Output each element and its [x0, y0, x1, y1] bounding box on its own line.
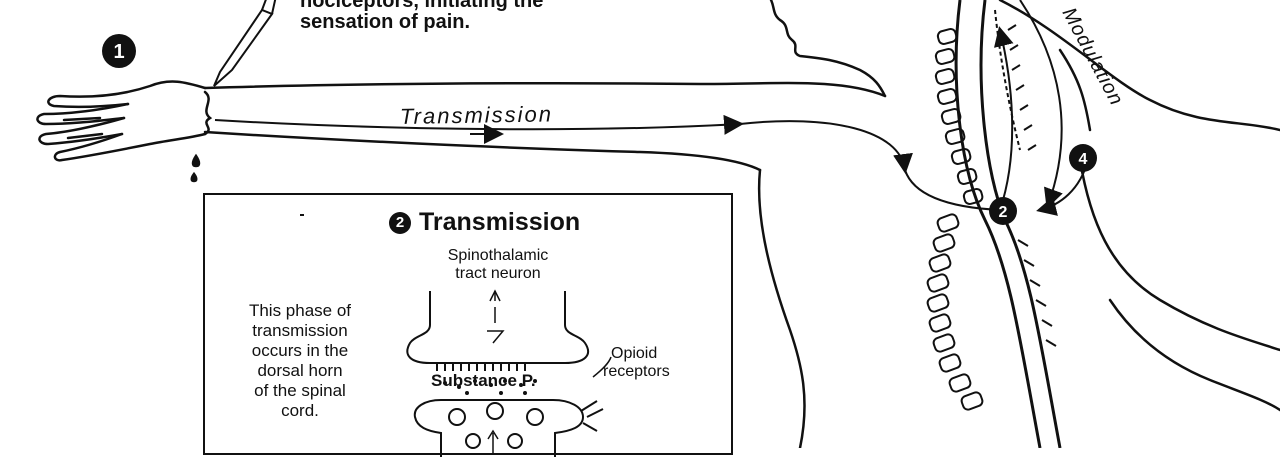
note-line-5: of the spinal: [215, 381, 385, 401]
spinothalamic-line-1: Spinothalamic: [403, 247, 593, 265]
note-line-6: cord.: [215, 401, 385, 421]
note-line-1: This phase of: [215, 301, 385, 321]
spinothalamic-label: Spinothalamic tract neuron: [403, 247, 593, 283]
note-line-4: dorsal horn: [215, 361, 385, 381]
transmission-arrow-label: Transmission: [400, 101, 554, 129]
arm-drawing: [37, 82, 885, 181]
dorsal-horn-note: This phase of transmission occurs in the…: [215, 301, 385, 421]
note-line-3: occurs in the: [215, 341, 385, 361]
opioid-receptors-label: Opioid receptors: [603, 345, 670, 381]
spinothalamic-line-2: tract neuron: [403, 265, 593, 283]
modulation-label: Modulation: [1058, 4, 1128, 110]
top-caption: nociceptors, initiating the sensation of…: [300, 0, 543, 33]
torso-outline: [759, 0, 1280, 448]
inset-title-text: Transmission: [391, 208, 580, 236]
scalpel-icon: [214, 0, 276, 86]
opioid-line-1: Opioid: [603, 345, 670, 363]
step-1-number: 1: [113, 41, 124, 63]
step-2-spine-number: 2: [999, 204, 1008, 221]
transmission-inset-panel: 2 Transmission Spinothalamic tract neuro…: [203, 193, 733, 455]
spinal-column: [926, 0, 1060, 448]
step-4-number: 4: [1079, 151, 1088, 168]
substance-p-label: Substance P.: [431, 371, 536, 391]
note-line-2: transmission: [215, 321, 385, 341]
inset-title: Transmission: [391, 208, 580, 237]
top-caption-line-2: sensation of pain.: [300, 12, 543, 33]
opioid-line-2: receptors: [603, 363, 670, 381]
